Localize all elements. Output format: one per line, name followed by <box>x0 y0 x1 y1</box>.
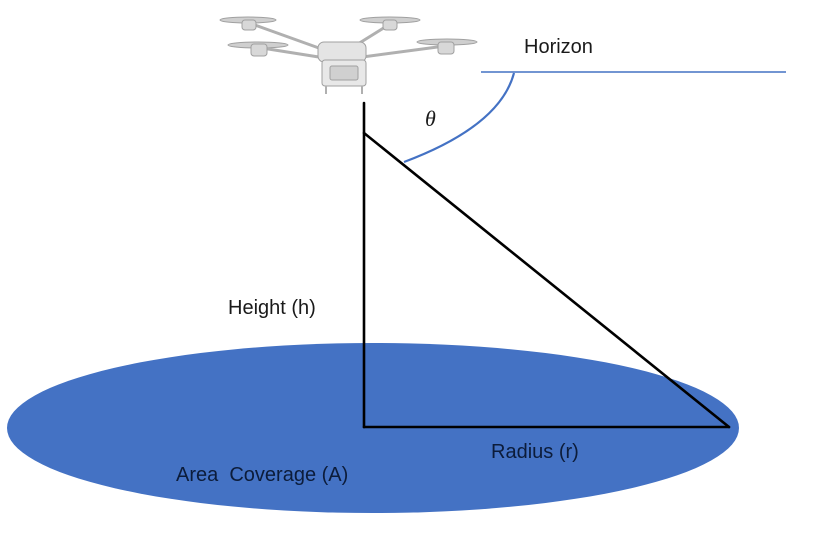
theta-label: θ <box>425 106 436 131</box>
quadcopter-drone-icon <box>219 16 478 94</box>
coverage-triangle <box>362 101 731 429</box>
area-coverage-label: Area Coverage (A) <box>176 464 348 486</box>
height-label: Height (h) <box>228 297 316 319</box>
horizon-label: Horizon <box>524 36 593 58</box>
radius-label: Radius (r) <box>491 441 579 463</box>
angle-arc <box>403 72 516 164</box>
line-of-sight-line <box>362 131 731 429</box>
